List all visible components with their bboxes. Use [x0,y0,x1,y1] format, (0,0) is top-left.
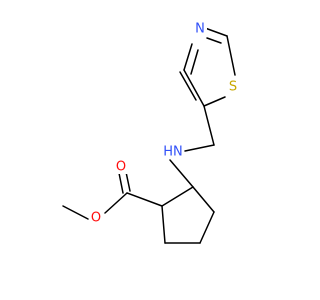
bond-c5-ch2 [203,105,215,146]
bond-n3-c2 [204,27,228,37]
ester-oxygen: O [90,210,103,226]
bond-c4-n3-double [190,49,199,75]
bond-c2-c3 [192,186,215,213]
bond-ch2-nh [184,144,215,152]
ester-oxygen-label: O [91,211,101,226]
bond-c2-s1 [226,35,236,76]
amine-nh: HN [162,144,184,160]
thiazole-nitrogen: N [194,21,207,37]
carbonyl-oxygen: O [115,159,128,175]
thiazole-sulfur-label: S [229,80,237,95]
bond-layer [62,27,236,244]
bond-s1-c5 [203,96,226,107]
bond-c3-c4 [199,211,215,244]
atom-label-layer: N S HN O O [90,21,240,226]
bond-c5-c1 [161,205,166,244]
bond-c5-c4 [183,69,205,107]
bond-nh-c2 [169,159,194,188]
bond-ccarbonyl-oester [104,192,128,214]
bond-ccarbonyl-o-double-a [125,171,131,192]
thiazole-nitrogen-label: N [195,22,205,37]
bond-c2-c1 [161,186,194,207]
bond-c1-ccarbonyl [126,192,163,207]
carbonyl-oxygen-label: O [116,160,126,175]
bond-ccarbonyl-o-double-b [118,172,124,194]
bond-c2-n3-double [206,37,222,44]
bond-c5-c4-double [179,71,197,101]
thiazole-sulfur: S [227,79,240,95]
bond-oester-ch3 [62,205,89,220]
amine-nh-label: HN [163,145,183,160]
bond-c4-n3 [183,43,193,71]
molecule-structure-diagram: N S HN O O [62,21,240,244]
